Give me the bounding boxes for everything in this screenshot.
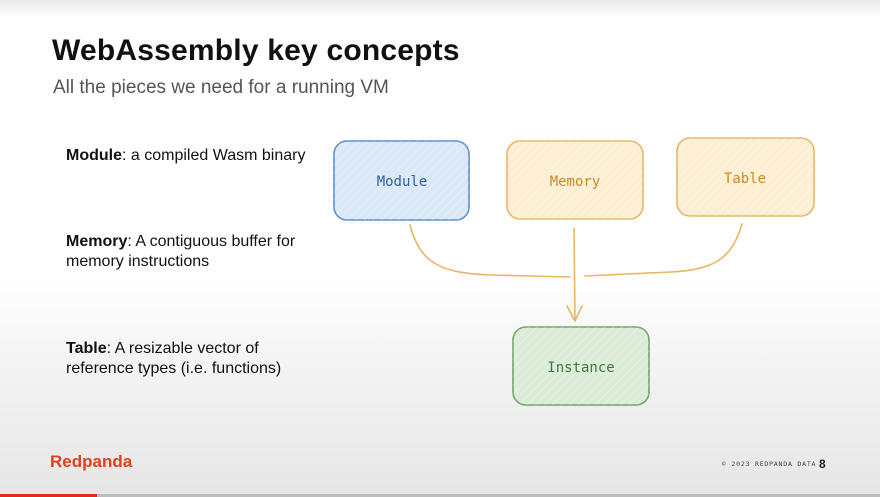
video-progress-bar[interactable]: [0, 494, 880, 497]
node-module-label: Module: [377, 174, 428, 190]
node-module: Module: [333, 140, 470, 221]
bullet-term: Table: [66, 340, 107, 357]
page-number: 8: [819, 457, 826, 471]
node-instance: Instance: [512, 326, 650, 406]
bullet-term: Memory: [66, 233, 128, 250]
slide-title: WebAssembly key concepts: [52, 34, 460, 67]
bullet-sep: :: [122, 147, 127, 164]
node-table-label: Table: [724, 171, 766, 187]
arrow-head: [566, 305, 583, 323]
top-band: [0, 0, 880, 18]
concepts-diagram: Module Memory Table Instance: [333, 137, 815, 406]
bullet-memory: Memory: A contiguous buffer for memory i…: [66, 232, 306, 272]
copyright-text: © 2023 REDPANDA DATA: [722, 460, 817, 468]
bullet-text: A resizable vector of reference types (i…: [66, 340, 282, 377]
connector-lines: [409, 223, 743, 323]
slide-subtitle: All the pieces we need for a running VM: [53, 77, 389, 98]
connector-module: [409, 224, 571, 278]
bullet-term: Module: [66, 147, 122, 164]
node-memory: Memory: [506, 140, 644, 220]
node-memory-label: Memory: [550, 174, 601, 190]
connector-memory: [573, 227, 576, 321]
bullet-module: Module: a compiled Wasm binary: [66, 146, 306, 166]
bullet-text: A contiguous buffer for memory instructi…: [66, 233, 296, 270]
connector-table: [584, 223, 743, 277]
node-table: Table: [676, 137, 815, 217]
bullet-sep: :: [106, 340, 112, 357]
redpanda-logo: Redpanda: [50, 452, 133, 471]
bullet-text: a compiled Wasm binary: [126, 147, 306, 164]
video-progress-fill: [0, 494, 97, 497]
bullet-table: Table: A resizable vector of reference t…: [66, 339, 306, 379]
node-instance-label: Instance: [547, 360, 614, 376]
bullet-sep: :: [127, 233, 132, 250]
